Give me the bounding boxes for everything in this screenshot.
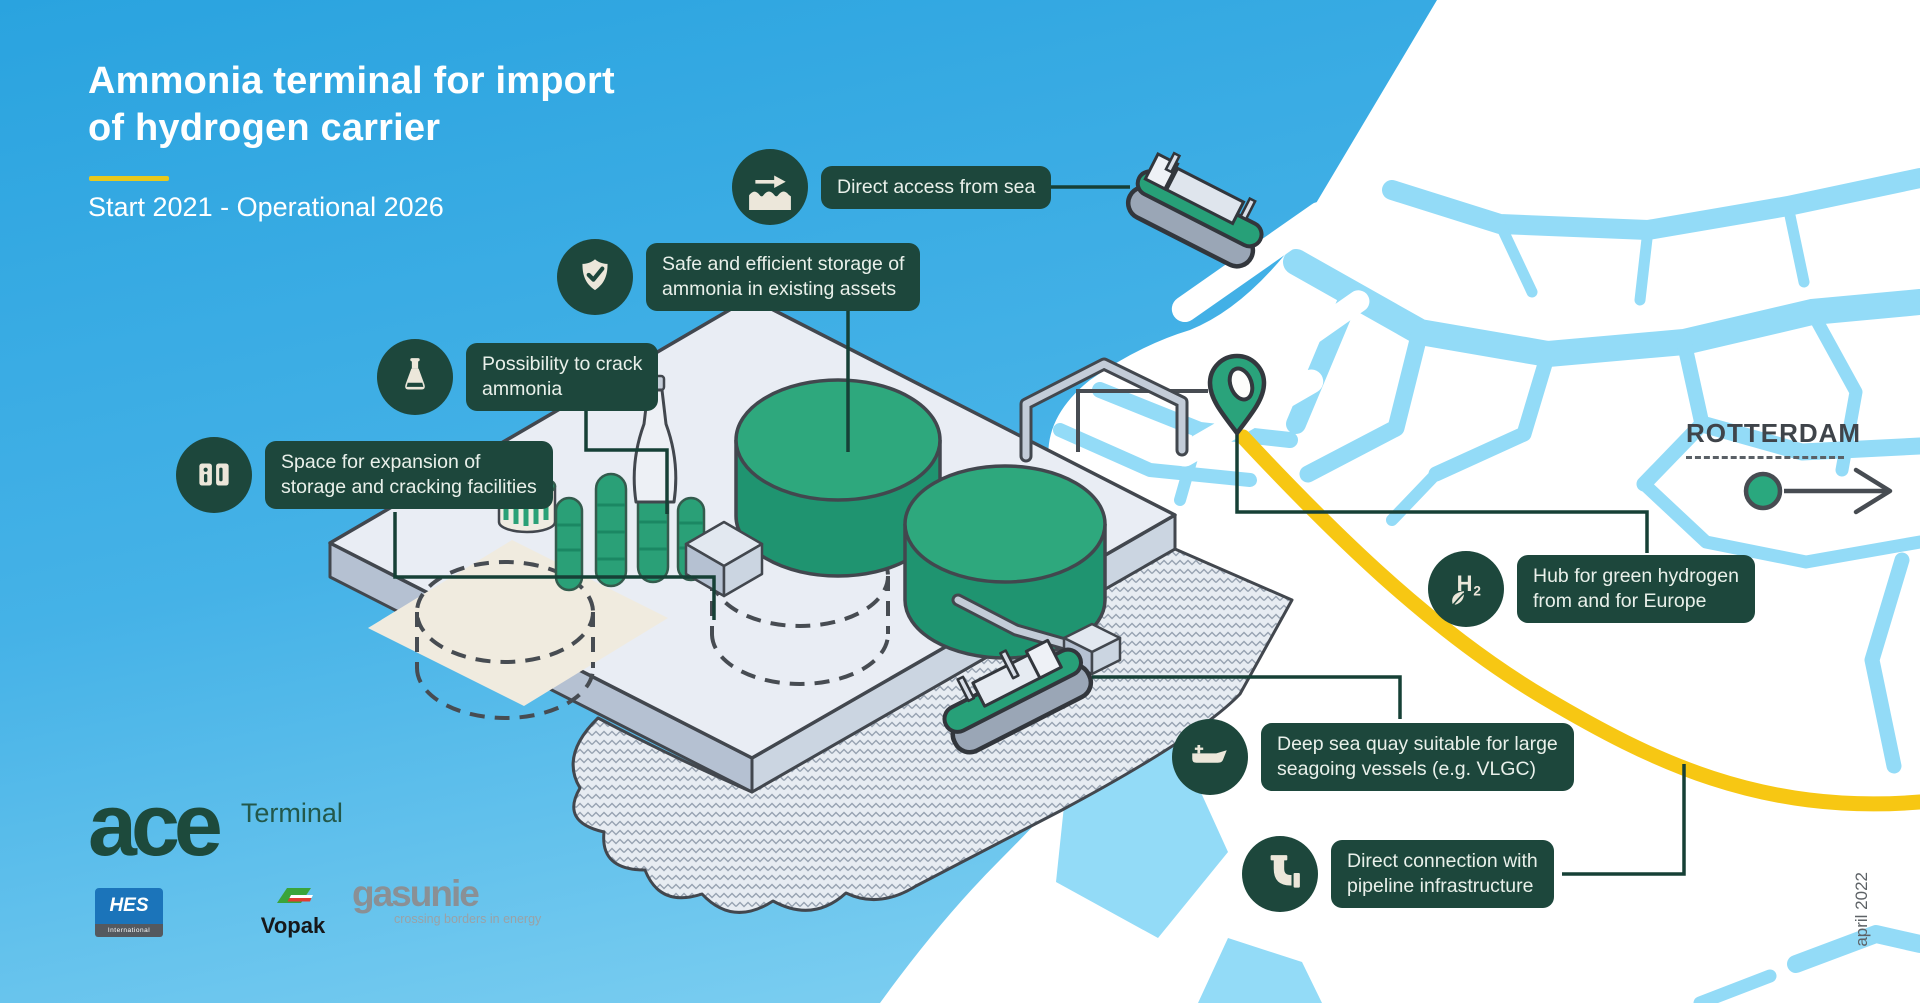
gasunie-logo: gasunie crossing borders in energy (352, 873, 542, 926)
date-note: april 2022 (1852, 872, 1871, 947)
callout-connectors (393, 185, 1686, 876)
rotterdam-arrow (1743, 467, 1893, 515)
shield-check-icon (557, 239, 633, 315)
seagoing-vessel (1125, 151, 1264, 269)
svg-text:H: H (1457, 571, 1473, 596)
hes-logo-name: HES (95, 888, 163, 924)
hes-logo-sub: International (95, 924, 163, 937)
page-title: Ammonia terminal for import of hydrogen … (88, 58, 615, 152)
callout-safe-storage: Safe and efficient storage of ammonia in… (557, 239, 921, 315)
moored-vessel (942, 638, 1094, 755)
terminal-illustration (328, 296, 1294, 914)
callout-crack-ammonia: Possibility to crack ammonia (377, 339, 659, 415)
callout-safe-storage-label: Safe and efficient storage of ammonia in… (646, 243, 921, 311)
h2-leaf-icon: H 2 (1428, 551, 1504, 627)
callout-sea-access: Direct access from sea (732, 149, 1052, 225)
future-tank-left (415, 560, 595, 720)
callout-expansion-space: Space for expansion of storage and crack… (176, 437, 553, 513)
expansion-pad (368, 540, 668, 706)
callout-sea-access-label: Direct access from sea (821, 165, 1052, 209)
rotterdam-label-block: ROTTERDAM (1686, 418, 1861, 459)
terminal-wordmark: Terminal (240, 798, 343, 828)
storage-tanks-icon (176, 437, 252, 513)
callout-crack-ammonia-label: Possibility to crack ammonia (466, 343, 659, 411)
flask-icon (377, 339, 453, 415)
page-title-line2: of hydrogen carrier (88, 107, 441, 149)
callout-hydrogen-hub-label: Hub for green hydrogen from and for Euro… (1517, 555, 1755, 623)
ace-terminal-logo: ace Terminal (88, 775, 343, 874)
ammonia-tank-front (903, 464, 1107, 660)
callout-expansion-space-label: Space for expansion of storage and crack… (265, 441, 553, 509)
vopak-flag-icon (277, 888, 313, 903)
pipe-rack (1019, 357, 1189, 463)
timeline-subtitle: Start 2021 - Operational 2026 (88, 192, 444, 222)
vopak-logo-name: Vopak (260, 913, 326, 938)
utility-building (684, 520, 764, 598)
callout-pipeline-connection-label: Direct connection with pipeline infrastr… (1331, 840, 1554, 908)
ship-icon (1172, 719, 1248, 795)
ace-logo-wordmark: ace (88, 775, 223, 874)
loading-pipe (951, 593, 1093, 657)
hes-logo: HES International (95, 888, 163, 937)
callout-pipeline-connection: Direct connection with pipeline infrastr… (1242, 836, 1554, 912)
city-label: ROTTERDAM (1686, 418, 1862, 448)
waves-arrow-icon (732, 149, 808, 225)
waterway-channels (1053, 168, 1920, 1003)
callout-hydrogen-hub: H 2 Hub for green hydrogen from and for … (1428, 551, 1755, 627)
ammonia-tank-rear (734, 378, 942, 578)
title-accent-rule (89, 176, 169, 181)
gasunie-logo-name: gasunie (352, 873, 480, 914)
callout-deep-sea-quay: Deep sea quay suitable for large seagoin… (1172, 719, 1574, 795)
city-label-rule (1686, 456, 1844, 459)
location-pin-icon (1207, 353, 1267, 436)
pipeline-route (1235, 429, 1920, 812)
gasunie-tagline: crossing borders in energy (394, 912, 542, 926)
pipe-elbow-icon (1242, 836, 1318, 912)
vopak-logo: Vopak (238, 884, 348, 939)
svg-text:2: 2 (1473, 583, 1481, 598)
callout-deep-sea-quay-label: Deep sea quay suitable for large seagoin… (1261, 723, 1574, 791)
page-title-line1: Ammonia terminal for import (88, 60, 615, 102)
